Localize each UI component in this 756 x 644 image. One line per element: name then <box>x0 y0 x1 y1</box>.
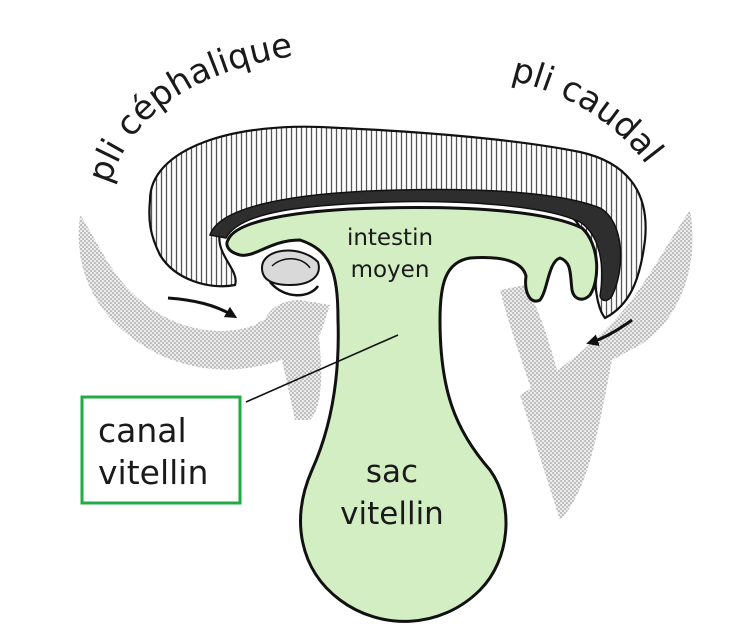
endoderm-gut-and-yolk-sac <box>225 206 599 623</box>
vitelline-duct-label-line2: vitellin <box>98 453 208 492</box>
vitelline-duct-label-line1: canal <box>98 411 187 450</box>
head-fold-arrow <box>167 296 238 319</box>
vitelline-duct-leader <box>245 334 399 403</box>
dorsal-band <box>209 188 622 302</box>
highlight-box <box>80 395 242 505</box>
vitelline-duct-callout: canal vitellin <box>80 395 242 505</box>
tail-fold-arrow <box>586 318 633 346</box>
yolk-sac-label-line1: sac <box>366 454 418 490</box>
midgut-label-line1: intestin <box>347 225 433 251</box>
mesoderm-layer <box>78 210 693 520</box>
pharyngeal-structure <box>260 249 320 297</box>
midgut-label-line2: moyen <box>351 257 430 283</box>
yolk-sac-label-line2: vitellin <box>340 496 444 532</box>
